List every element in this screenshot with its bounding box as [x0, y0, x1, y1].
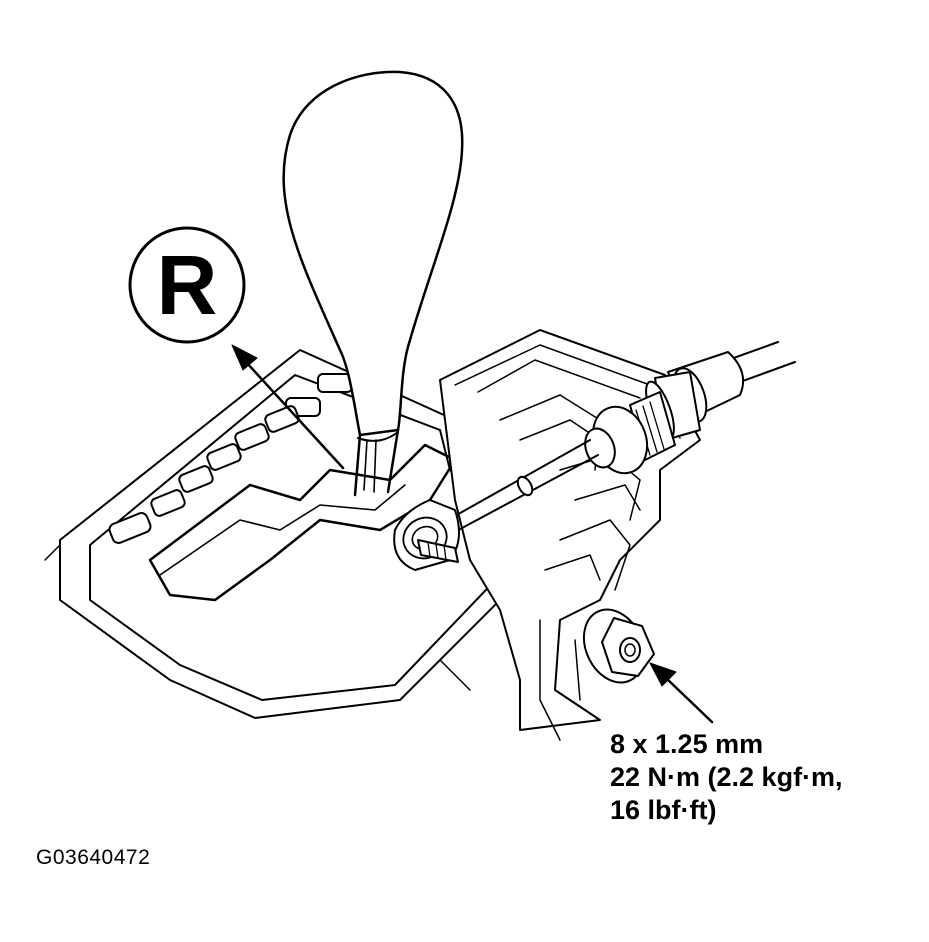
torque-spec: 8 x 1.25 mm 22 N·m (2.2 kgf·m, 16 lbf·ft… — [610, 728, 843, 827]
spec-leader-arrow — [649, 662, 714, 724]
torque-value-imperial: 16 lbf·ft) — [610, 795, 717, 825]
figure-id: G03640472 — [36, 846, 151, 869]
shift-knob — [282, 70, 464, 497]
position-callout-graphic — [128, 226, 345, 470]
flange-nut — [582, 608, 655, 684]
torque-value: 22 N·m (2.2 kgf·m, — [610, 762, 843, 792]
shift-console — [44, 349, 521, 719]
fastener-size: 8 x 1.25 mm — [610, 729, 764, 759]
position-callout-label: R — [156, 238, 218, 332]
shift-cable — [393, 341, 796, 571]
